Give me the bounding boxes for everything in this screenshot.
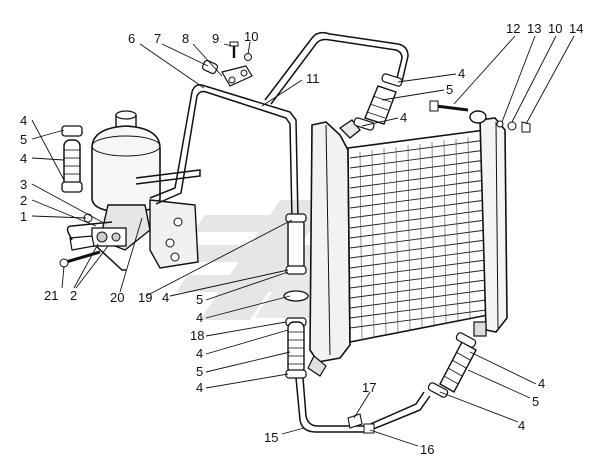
callout-5: 5	[20, 132, 27, 147]
callout-1: 1	[20, 209, 27, 224]
callout-labels: 1 2 3 4 5 4 6 7 8 9 10 11 12 13 10 14 4 …	[20, 21, 583, 457]
callout-5: 5	[196, 364, 203, 379]
callout-11: 11	[306, 71, 320, 86]
callout-4: 4	[20, 113, 27, 128]
callout-4: 4	[162, 290, 169, 305]
callout-4: 4	[538, 376, 545, 391]
callout-4: 4	[196, 380, 203, 395]
callout-4: 4	[196, 310, 203, 325]
vertical-hose-stack	[283, 213, 309, 379]
callout-5: 5	[196, 292, 203, 307]
callout-2: 2	[70, 288, 77, 303]
callout-4: 4	[518, 418, 525, 433]
callout-14: 14	[569, 21, 583, 36]
clamp-hardware	[201, 41, 253, 87]
oil-cooler-radiator	[307, 110, 508, 377]
callout-2: 2	[20, 193, 27, 208]
callout-19: 19	[138, 290, 152, 305]
callout-4: 4	[196, 346, 203, 361]
callout-4: 4	[20, 151, 27, 166]
callout-5: 5	[532, 394, 539, 409]
callout-12: 12	[506, 21, 520, 36]
short-hose-left	[61, 125, 83, 193]
callout-7: 7	[154, 31, 161, 46]
lower-pipe-clip	[347, 413, 375, 434]
oil-filter-assembly	[59, 110, 199, 269]
callout-16: 16	[420, 442, 434, 457]
callout-13: 13	[527, 21, 541, 36]
callout-21: 21	[44, 288, 58, 303]
radiator-mount-bolts	[429, 100, 531, 133]
callout-4: 4	[400, 110, 407, 125]
lower-hose	[427, 332, 477, 398]
callout-10: 10	[244, 29, 258, 44]
leader-lines	[31, 35, 575, 447]
callout-4: 4	[458, 66, 465, 81]
callout-6: 6	[128, 31, 135, 46]
callout-3: 3	[20, 177, 27, 192]
callout-8: 8	[182, 31, 189, 46]
callout-18: 18	[190, 328, 204, 343]
callout-20: 20	[110, 290, 124, 305]
callout-17: 17	[362, 380, 376, 395]
callout-10: 10	[548, 21, 562, 36]
callout-15: 15	[264, 430, 278, 445]
callout-5: 5	[446, 82, 453, 97]
upper-hose	[353, 73, 403, 131]
callout-9: 9	[212, 31, 219, 46]
